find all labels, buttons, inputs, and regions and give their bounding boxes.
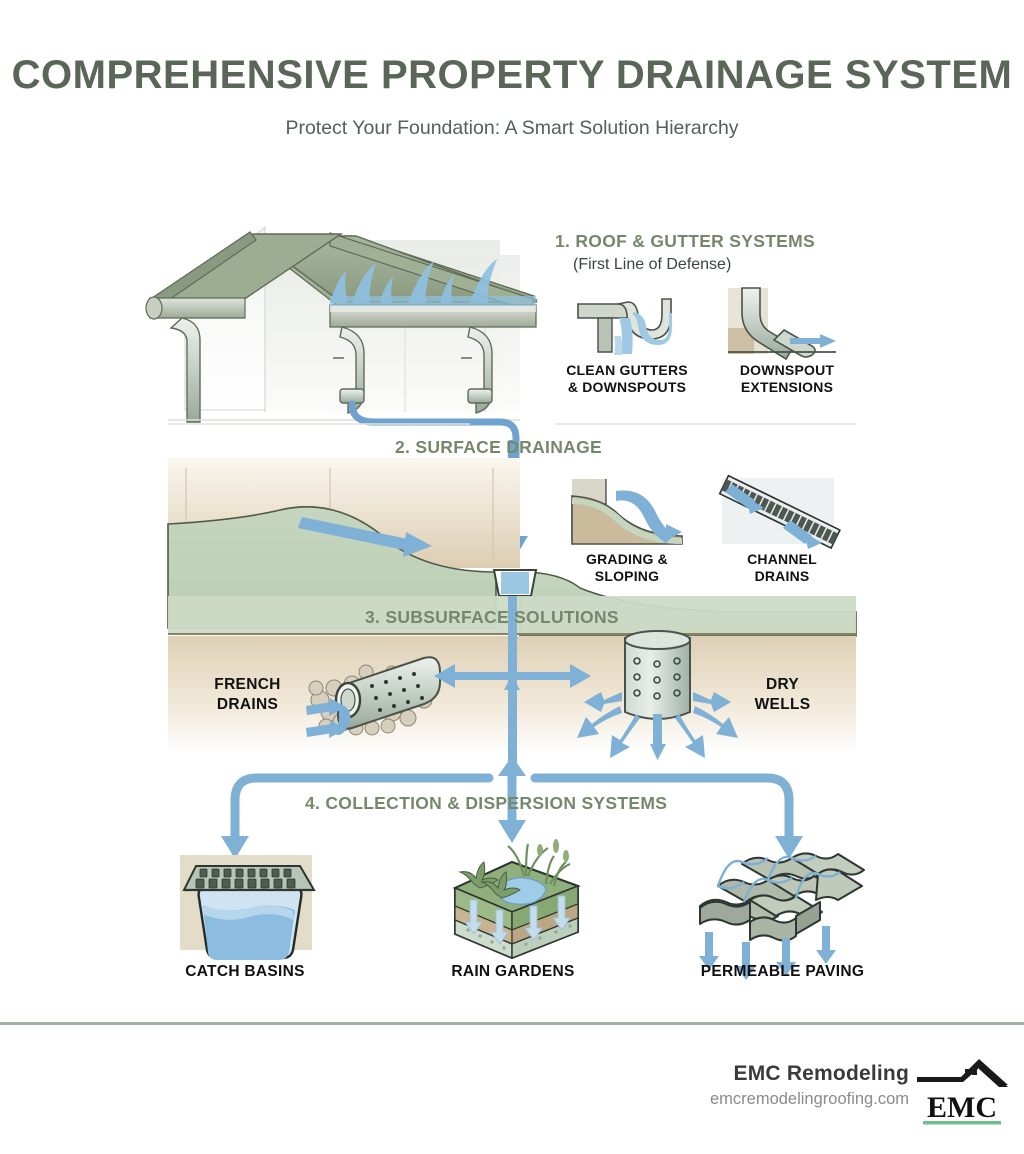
downspout-extension-icon (724, 287, 836, 361)
caption-catch-basins: CATCH BASINS (185, 963, 305, 980)
header: COMPREHENSIVE PROPERTY DRAINAGE SYSTEM P… (0, 52, 1024, 140)
section-heading-subsurface-solutions: 3. SUBSURFACE SOLUTIONS (365, 607, 619, 627)
collection-distribution-arrows (230, 767, 794, 843)
caption-french-drains: FRENCH DRAINS (180, 675, 315, 715)
house-roof-logo-icon (917, 1059, 1008, 1087)
caption-line-1: GRADING & (586, 551, 668, 567)
caption-dry-wells: DRY WELLS (715, 675, 850, 715)
section-heading-surface-drainage: 2. SURFACE DRAINAGE (395, 437, 602, 457)
section-subheading-roof-gutter: (First Line of Defense) (573, 256, 732, 273)
roof-water-streaks (330, 259, 536, 306)
ground-slope-illustration (167, 458, 857, 637)
brand-website[interactable]: emcremodelingroofing.com (709, 1090, 909, 1108)
permeable-paving-icon (699, 852, 865, 980)
caption-line-1: CLEAN GUTTERS (566, 362, 688, 378)
caption-line-2: SLOPING (594, 568, 660, 584)
downspout-right (467, 326, 493, 414)
caption-line-1: DOWNSPOUT (739, 362, 835, 378)
subsurface-distribution-arrows (434, 596, 591, 776)
dry-well-illustration (577, 630, 738, 760)
catch-basin-icon (180, 855, 316, 960)
caption-rain-gardens: RAIN GARDENS (451, 963, 575, 980)
section-heading-roof-gutter: 1. ROOF & GUTTER SYSTEMS (555, 231, 816, 251)
french-drain-illustration (306, 656, 441, 738)
caption-line-2: WELLS (754, 696, 811, 713)
collection-arrowheads (221, 756, 803, 859)
caption-line-2: DRAINS (216, 696, 279, 713)
emc-logo: EMC (917, 1059, 1008, 1125)
page-title: COMPREHENSIVE PROPERTY DRAINAGE SYSTEM (11, 53, 1013, 97)
channel-drain-icon (718, 474, 841, 550)
drainage-system-illustration (145, 225, 865, 980)
section-heading-collection-dispersion: 4. COLLECTION & DISPERSION SYSTEMS (305, 793, 668, 813)
footer-divider (0, 1022, 1024, 1025)
grading-flow-arrow (298, 517, 432, 557)
brand-name: EMC Remodeling (733, 1062, 909, 1085)
caption-clean-gutters: CLEAN GUTTERS & DOWNSPOUTS (541, 362, 713, 396)
caption-line-2: DRAINS (754, 568, 810, 584)
brand-block: EMC Remodeling emcremodelingroofing.com (710, 1062, 909, 1109)
logo-underline (923, 1121, 1001, 1125)
footer: EMC Remodeling emcremodelingroofing.com … (0, 1055, 1024, 1145)
caption-line-2: & DOWNSPOUTS (567, 379, 687, 395)
downspout-discharge-pipe (348, 400, 520, 464)
page-subtitle: Protect Your Foundation: A Smart Solutio… (285, 117, 739, 139)
caption-line-1: DRY (765, 676, 800, 693)
grading-slope-icon (570, 478, 683, 545)
caption-grading-sloping: GRADING & SLOPING (556, 551, 698, 585)
gutter-overflow-icon (573, 287, 683, 355)
caption-line-1: CHANNEL (747, 551, 817, 567)
rain-garden-icon (452, 839, 581, 960)
caption-line-1: FRENCH (214, 676, 281, 693)
slope-flow-arrow (616, 490, 682, 543)
dry-well-dispersion-arrows (577, 692, 738, 760)
caption-permeable-paving: PERMEABLE PAVING (700, 963, 865, 980)
caption-line-2: EXTENSIONS (740, 379, 834, 395)
downspout-left (169, 317, 201, 423)
house-illustration (145, 225, 538, 423)
caption-channel-drains: CHANNEL DRAINS (712, 551, 852, 585)
caption-downspout-extensions: DOWNSPOUT EXTENSIONS (716, 362, 858, 396)
downspout-middle (339, 326, 365, 414)
logo-text: EMC (927, 1091, 997, 1124)
